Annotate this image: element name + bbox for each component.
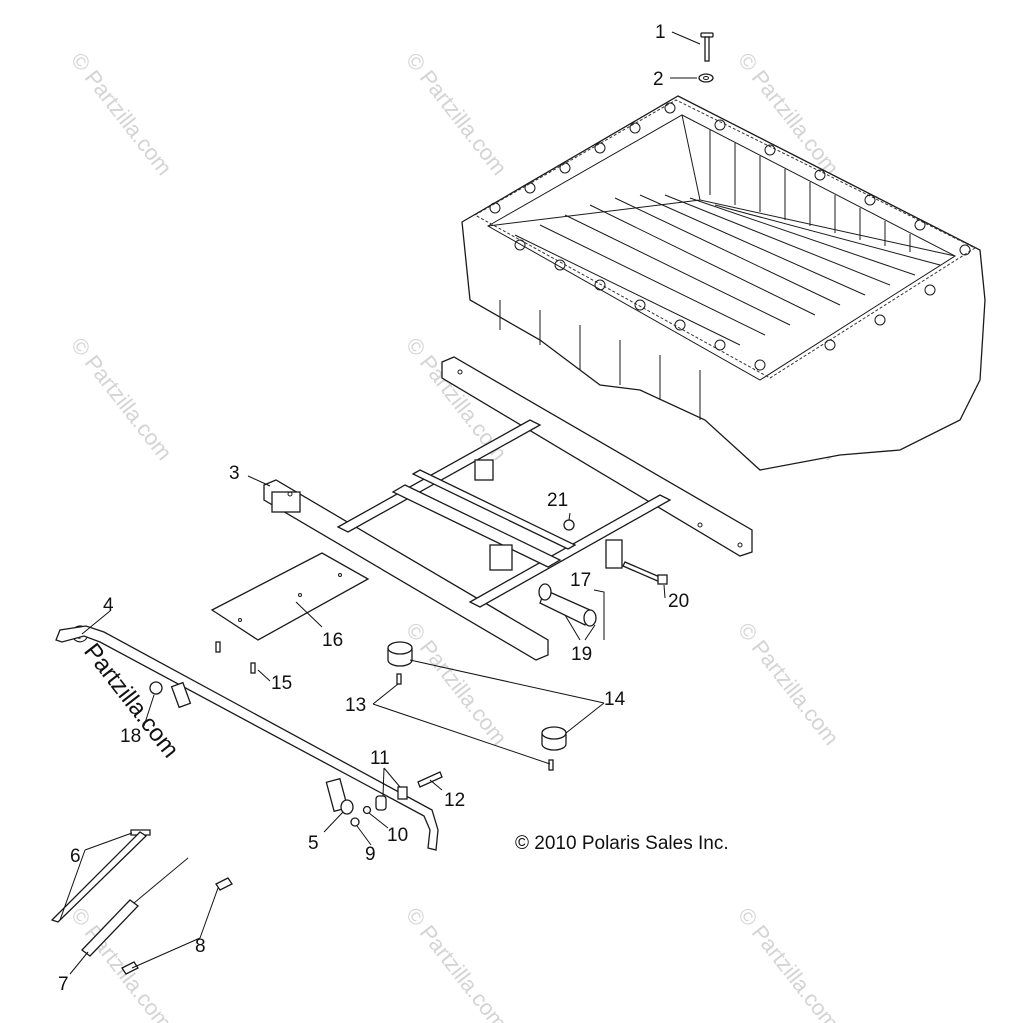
watermark: © Partzilla.com — [733, 903, 844, 1023]
screw-13 — [396, 673, 554, 771]
callout-14: 14 — [604, 689, 626, 710]
leader-lines — [59, 31, 701, 975]
nut-21 — [563, 519, 575, 531]
copyright-notice: © 2010 Polaris Sales Inc. — [515, 833, 729, 854]
watermark: © Partzilla.com — [401, 48, 512, 180]
callout-16: 16 — [322, 630, 343, 651]
callout-10: 10 — [387, 825, 408, 846]
callout-9: 9 — [365, 844, 376, 865]
bolt-1 — [700, 32, 714, 62]
hardware-5-12 — [340, 771, 443, 827]
callout-2: 2 — [653, 69, 664, 90]
callout-11: 11 — [370, 748, 390, 769]
callout-18: 18 — [120, 726, 141, 747]
callout-15: 15 — [271, 673, 292, 694]
watermark: © Partzilla.com — [733, 618, 844, 750]
clip-8 — [121, 877, 233, 975]
watermark: © Partzilla.com — [66, 333, 177, 465]
cargo-box — [461, 95, 986, 471]
callout-labels: 1 2 3 4 5 6 7 8 9 10 11 12 13 14 15 16 1… — [58, 22, 689, 995]
screw-15 — [215, 641, 256, 674]
callout-8: 8 — [195, 936, 206, 957]
watermark: © Partzilla.com — [401, 618, 512, 750]
callout-20: 20 — [668, 591, 689, 612]
callout-5: 5 — [308, 833, 319, 854]
bumper-14 — [387, 641, 567, 751]
plate-16 — [210, 552, 370, 641]
callout-17: 17 — [570, 570, 591, 591]
callout-12: 12 — [444, 790, 465, 811]
watermark: © Partzilla.com — [66, 48, 177, 180]
clip-18 — [149, 681, 163, 695]
callout-19: 19 — [571, 644, 592, 665]
gas-strut-7 — [81, 857, 189, 957]
callout-3: 3 — [229, 463, 240, 484]
bolt-20 — [622, 561, 668, 585]
rim-boss-icons — [489, 102, 971, 371]
washer-2 — [698, 73, 714, 83]
callout-13: 13 — [345, 695, 366, 716]
watermark: © Partzilla.com — [401, 903, 512, 1023]
callout-7: 7 — [58, 974, 69, 995]
bushing-17-19 — [538, 583, 597, 627]
callout-6: 6 — [70, 846, 81, 867]
callout-21: 21 — [547, 490, 568, 511]
callout-4: 4 — [103, 595, 114, 616]
callout-1: 1 — [655, 22, 666, 43]
frame-3 — [263, 356, 753, 661]
